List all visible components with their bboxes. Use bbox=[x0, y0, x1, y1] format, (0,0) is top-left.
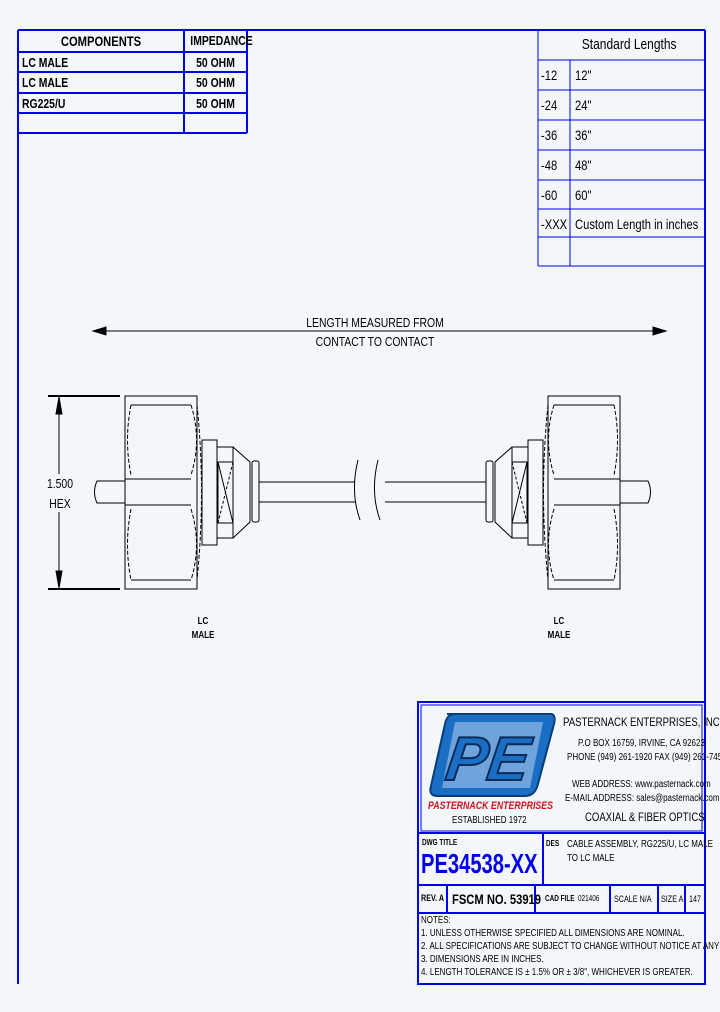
description: TO LC MALE bbox=[567, 853, 615, 864]
lc-male-connector-right bbox=[389, 395, 651, 590]
notes-title: NOTES: bbox=[421, 915, 451, 926]
company-name: PASTERNACK ENTERPRISES, INC. bbox=[563, 715, 720, 729]
length-label: CONTACT TO CONTACT bbox=[315, 334, 435, 349]
pe-logo: PE bbox=[429, 713, 556, 797]
dimension-unit: HEX bbox=[42, 496, 78, 511]
cad-file-label: CAD FILE bbox=[545, 894, 575, 903]
component-name: RG225/U bbox=[22, 96, 66, 111]
sheet: 147 bbox=[689, 894, 702, 904]
component-name: LC MALE bbox=[22, 75, 69, 90]
length-code: -XXX bbox=[541, 216, 568, 232]
length-value: 36" bbox=[575, 127, 592, 143]
length-code: -60 bbox=[541, 187, 558, 203]
component-impedance: 50 OHM bbox=[196, 96, 235, 111]
length-code: -12 bbox=[541, 67, 558, 83]
hex-dimension bbox=[48, 395, 120, 590]
company-web[interactable]: WEB ADDRESS: www.pasternack.com bbox=[572, 779, 711, 790]
components-header: COMPONENTS bbox=[60, 33, 142, 49]
svg-text:PE: PE bbox=[442, 725, 537, 794]
length-code: -24 bbox=[541, 97, 558, 113]
length-value: 48" bbox=[575, 157, 592, 173]
cable-break-icon bbox=[354, 459, 390, 521]
length-code: -48 bbox=[541, 157, 558, 173]
scale: SCALE N/A bbox=[614, 894, 652, 904]
standard-lengths-header: Standard Lengths bbox=[581, 36, 677, 53]
length-value: 60" bbox=[575, 187, 592, 203]
length-value: 12" bbox=[575, 67, 592, 83]
component-name: LC MALE bbox=[22, 55, 69, 70]
fscm-number: FSCM NO. 53919 bbox=[452, 891, 542, 907]
company-address: P.O BOX 16759, IRVINE, CA 92623 bbox=[578, 738, 705, 749]
component-impedance: 50 OHM bbox=[196, 55, 235, 70]
length-code: -36 bbox=[541, 127, 558, 143]
length-value: Custom Length in inches bbox=[575, 216, 699, 232]
left-connector-label: LC bbox=[197, 616, 209, 627]
size: SIZE A bbox=[661, 894, 684, 904]
cad-file: 021406 bbox=[578, 894, 600, 903]
right-connector-label: MALE bbox=[547, 630, 571, 641]
component-impedance: 50 OHM bbox=[196, 75, 235, 90]
note-item: 2. ALL SPECIFICATIONS ARE SUBJECT TO CHA… bbox=[421, 941, 720, 952]
length-value: 24" bbox=[575, 97, 592, 113]
company-tagline: COAXIAL & FIBER OPTICS bbox=[585, 810, 705, 824]
dwg-title-label: DWG TITLE bbox=[422, 838, 458, 847]
company-phone: PHONE (949) 261-1920 FAX (949) 261-7451 bbox=[567, 752, 720, 763]
revision: REV. A bbox=[421, 893, 445, 903]
lc-male-connector-left bbox=[94, 395, 355, 590]
impedance-header: IMPEDANCE bbox=[190, 33, 253, 48]
part-number: PE34538-XX bbox=[421, 848, 538, 879]
note-item: 3. DIMENSIONS ARE IN INCHES. bbox=[421, 954, 544, 965]
description: CABLE ASSEMBLY, RG225/U, LC MALE bbox=[567, 839, 713, 850]
logo-brand: PASTERNACK ENTERPRISES bbox=[428, 800, 554, 812]
left-connector-label: MALE bbox=[191, 630, 215, 641]
note-item: 1. UNLESS OTHERWISE SPECIFIED ALL DIMENS… bbox=[421, 928, 685, 939]
length-dimension bbox=[91, 326, 668, 336]
established: ESTABLISHED 1972 bbox=[452, 815, 527, 826]
company-email[interactable]: E-MAIL ADDRESS: sales@pasternack.com bbox=[565, 793, 720, 804]
note-item: 4. LENGTH TOLERANCE IS ± 1.5% OR ± 3/8",… bbox=[421, 967, 693, 978]
des-label: DES bbox=[546, 839, 560, 848]
right-connector-label: LC bbox=[553, 616, 565, 627]
length-label: LENGTH MEASURED FROM bbox=[295, 315, 455, 330]
dimension-value: 1.500 bbox=[42, 476, 78, 491]
